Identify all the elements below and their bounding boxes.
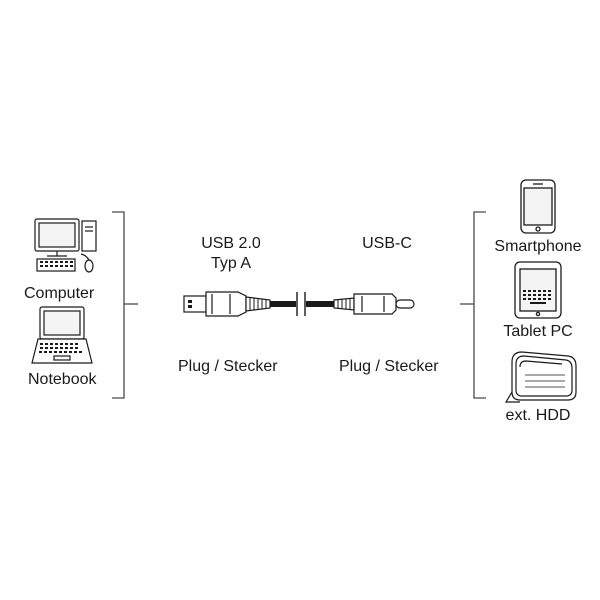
computer-icon: [34, 218, 97, 273]
left-bracket: [112, 211, 138, 399]
usb-a-label-line1: USB 2.0: [201, 235, 261, 252]
tablet-label: Tablet PC: [503, 323, 573, 340]
tablet-icon: [514, 261, 562, 319]
usb-c-label: USB-C: [362, 235, 412, 252]
right-bracket: [460, 211, 486, 399]
usb-a-plug-icon: [183, 291, 271, 317]
hdd-label: ext. HDD: [505, 407, 571, 424]
smartphone-icon: [520, 179, 556, 234]
notebook-label: Notebook: [28, 371, 97, 388]
plug-label-usb-c: Plug / Stecker: [339, 358, 439, 375]
smartphone-label: Smartphone: [494, 238, 582, 255]
usb-a-label-line2: Typ A: [210, 255, 252, 272]
usb-c-plug-icon: [333, 293, 415, 315]
plug-label-usb-a: Plug / Stecker: [178, 358, 278, 375]
computer-label: Computer: [24, 285, 95, 302]
notebook-icon: [31, 306, 93, 364]
cable-line: [270, 292, 334, 316]
external-hdd-icon: [504, 351, 577, 403]
